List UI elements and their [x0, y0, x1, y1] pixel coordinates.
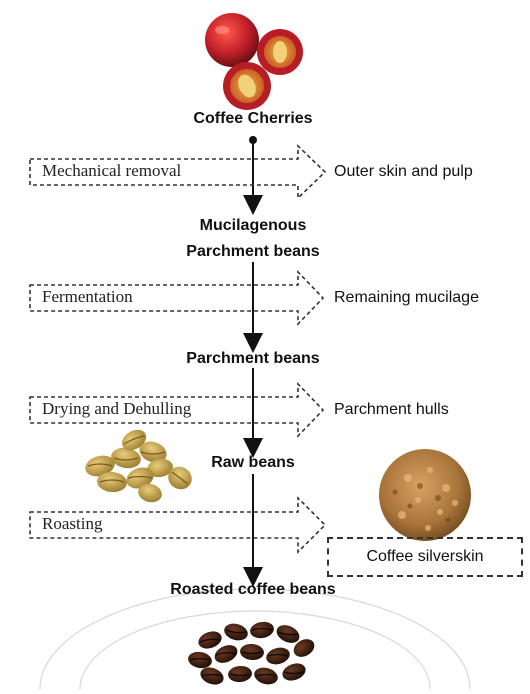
step-arrow-fermentation — [29, 270, 325, 326]
step-roasting: Roasting — [42, 514, 103, 533]
output-outer-skin-pulp: Outer skin and pulp — [334, 163, 473, 180]
process-step-arrows — [29, 144, 327, 554]
silverskin-image — [379, 449, 471, 541]
stage-coffee-cherries: Coffee Cherries — [193, 110, 313, 127]
stage-roasted-coffee-beans: Roasted coffee beans — [170, 581, 336, 598]
step-arrow-drying — [29, 382, 325, 438]
stage-parchment-beans: Parchment beans — [186, 350, 320, 367]
coffee-cherries-image — [205, 13, 303, 110]
step-arrow-mechanical — [29, 144, 327, 200]
raw-beans-image — [85, 429, 192, 503]
step-fermentation: Fermentation — [42, 287, 133, 306]
step-arrow-roasting — [29, 496, 327, 554]
step-mechanical-removal: Mechanical removal — [42, 161, 182, 180]
background-arcs — [39, 588, 471, 690]
stage-mucilagenous-line1: Mucilagenous — [199, 217, 307, 234]
output-coffee-silverskin: Coffee silverskin — [366, 548, 484, 565]
step-drying-dehulling: Drying and Dehulling — [42, 399, 192, 418]
output-remaining-mucilage: Remaining mucilage — [334, 289, 479, 306]
main-flow-arrows — [243, 136, 263, 587]
output-parchment-hulls: Parchment hulls — [334, 401, 449, 418]
output-coffee-silverskin-box: Coffee silverskin — [327, 537, 523, 577]
stage-raw-beans: Raw beans — [211, 454, 295, 471]
roasted-beans-image — [188, 621, 315, 685]
stage-mucilagenous-line2: Parchment beans — [186, 243, 320, 260]
